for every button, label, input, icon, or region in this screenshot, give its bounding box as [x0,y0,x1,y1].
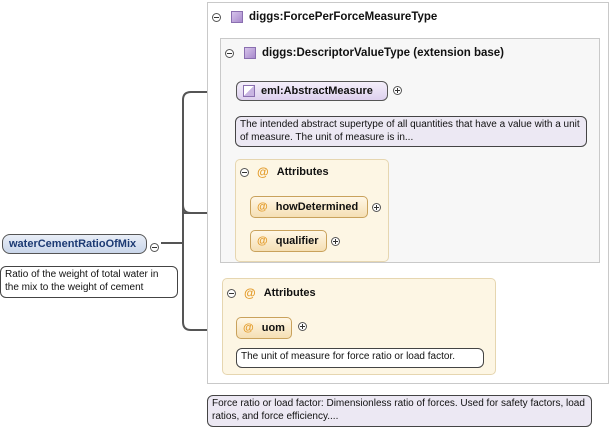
attribute-name: howDetermined [275,201,359,213]
outer-type-name: diggs:ForcePerForceMeasureType [249,11,438,23]
attribute-at-icon: @ [257,165,269,179]
howdetermined-expand-icon[interactable] [372,203,381,212]
root-element-name: waterCementRatioOfMix [9,238,137,250]
inner-type-header: diggs:DescriptorValueType (extension bas… [221,39,599,67]
attribute-at-icon: @ [243,322,254,334]
attribute-howdetermined[interactable]: @ howDetermined [250,196,368,218]
abstract-measure-expand-icon[interactable] [393,86,402,95]
root-element-pill[interactable]: waterCementRatioOfMix [2,234,147,254]
inner-type-collapse-icon[interactable] [225,48,234,58]
outer-attributes-collapse-icon[interactable] [227,288,236,298]
qualifier-expand-icon[interactable] [331,237,340,246]
outer-type-header: diggs:ForcePerForceMeasureType [208,3,608,31]
attribute-at-icon: @ [257,201,268,213]
abstract-element-icon [243,85,255,97]
attribute-name: uom [261,322,285,334]
outer-type-documentation: Force ratio or load factor: Dimensionles… [207,395,592,427]
abstract-measure-pill[interactable]: eml:AbstractMeasure [236,81,388,101]
root-element-documentation: Ratio of the weight of total water in th… [0,266,178,298]
outer-attributes-header: @ Attributes [227,286,316,300]
outer-attributes-title: Attributes [263,287,316,299]
uom-documentation: The unit of measure for force ratio or l… [236,348,484,368]
complex-type-icon [244,47,256,59]
uom-doc-text: The unit of measure for force ratio or l… [241,351,455,362]
attribute-at-icon: @ [257,235,268,247]
outer-type-doc-text: Force ratio or load factor: Dimensionles… [212,398,585,422]
attribute-name: qualifier [275,235,319,247]
inner-attributes-title: Attributes [276,166,329,178]
abstract-doc-text: The intended abstract supertype of all q… [240,119,580,143]
inner-attributes-collapse-icon[interactable] [240,167,249,177]
root-collapse-icon[interactable] [150,243,159,252]
inner-type-name: diggs:DescriptorValueType (extension bas… [262,47,504,59]
attribute-qualifier[interactable]: @ qualifier [250,230,327,252]
abstract-measure-name: eml:AbstractMeasure [261,85,373,97]
outer-type-collapse-icon[interactable] [212,12,221,22]
abstract-measure-documentation: The intended abstract supertype of all q… [235,116,587,147]
complex-type-icon [231,11,243,23]
attribute-at-icon: @ [244,286,256,300]
uom-expand-icon[interactable] [298,322,307,331]
root-doc-text: Ratio of the weight of total water in th… [5,269,159,293]
attribute-uom[interactable]: @ uom [236,317,292,339]
inner-attributes-header: @ Attributes [240,165,329,179]
